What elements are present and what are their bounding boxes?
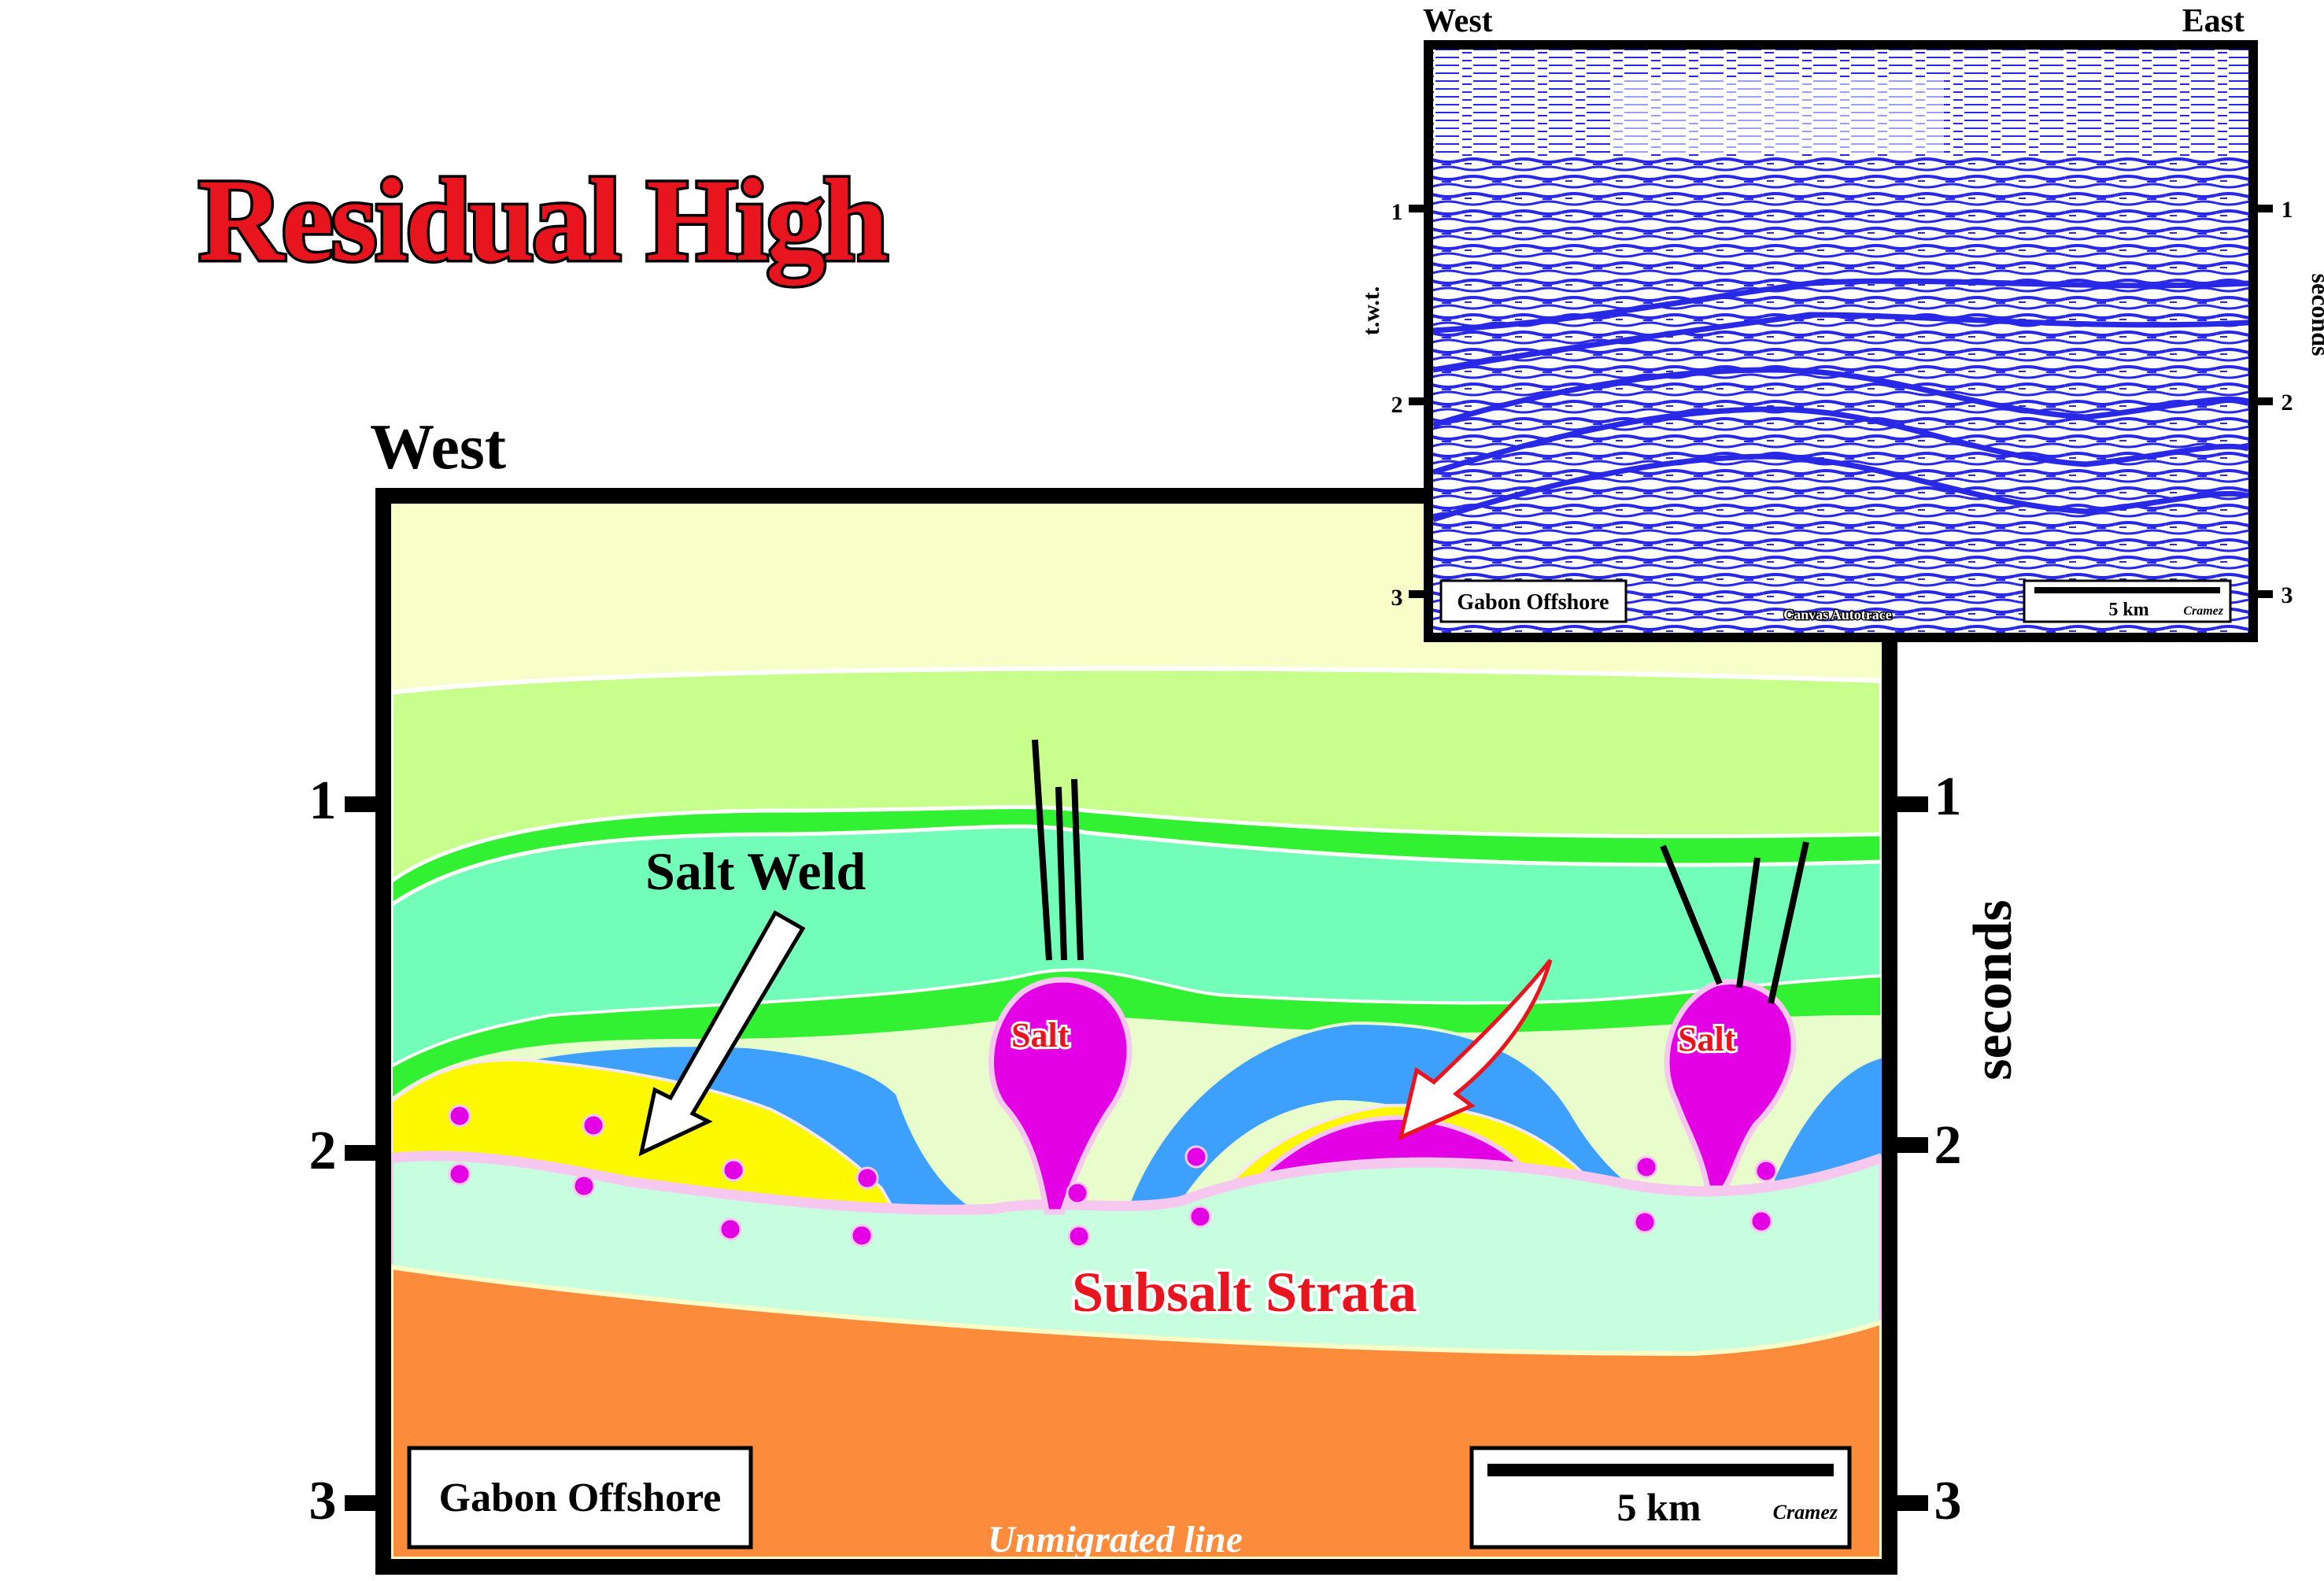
inset-left-tick-2: 2 — [1391, 392, 1403, 418]
main-location-label: Gabon Offshore — [439, 1476, 722, 1520]
main-scale-box: 5 km Cramez — [1469, 1446, 1852, 1550]
main-author-label: Cramez — [1773, 1501, 1838, 1524]
blue-layer-right — [1771, 1058, 1882, 1196]
main-left-tick-2: 2 — [309, 1121, 337, 1181]
inset-right-tick-1: 1 — [2282, 197, 2293, 223]
inset-right-axis: 1 2 3 seconds — [2253, 197, 2324, 608]
inset-location-box: Gabon Offshore — [1439, 579, 1628, 623]
inset-right-tick-3: 3 — [2282, 582, 2293, 608]
inset-seconds-label: seconds — [2307, 274, 2324, 356]
inset-scale-box: 5 km Cramez — [2023, 579, 2232, 623]
subsalt-strata-label: Subsalt Strata — [1072, 1261, 1417, 1324]
unmigrated-note: Unmigrated line — [988, 1519, 1243, 1561]
seismic-reflectors — [1433, 278, 2248, 523]
salt-weld-line — [391, 1151, 1882, 1213]
inset-author-label: Cramez — [2183, 604, 2223, 618]
inset-right-tick-2: 2 — [2282, 390, 2293, 416]
main-left-tick-1: 1 — [309, 770, 337, 831]
main-location-box: Gabon Offshore — [407, 1446, 753, 1550]
inset-left-axis: 1 2 3 t.w.t. — [1358, 199, 1428, 611]
evaporite-dots — [448, 1104, 1778, 1248]
faults-left — [1032, 739, 1084, 961]
pillow-arrow — [1398, 959, 1553, 1141]
main-direction-label-west: West — [370, 411, 506, 482]
inset-left-tick-3: 3 — [1391, 585, 1403, 611]
faults-right — [1660, 841, 1809, 1004]
main-right-tick-2: 2 — [1934, 1115, 1962, 1176]
salt-diapir-left — [988, 977, 1132, 1215]
main-seconds-label: seconds — [1963, 899, 2023, 1080]
main-right-tick-3: 3 — [1934, 1471, 1962, 1531]
main-right-tick-1: 1 — [1934, 766, 1962, 827]
inset-frame — [1424, 40, 2258, 642]
salt-diapir-right — [1664, 978, 1797, 1191]
main-right-axis: 1 2 3 seconds — [1890, 766, 2023, 1531]
cross-section: Salt Weld Subsalt Strata Salt Salt Unmig… — [391, 504, 1882, 1561]
seismic-inset: Gabon Offshore Canvas Autotrace 5 km Cra… — [1433, 50, 2248, 633]
main-scale-label: 5 km — [1617, 1485, 1701, 1529]
inset-left-tick-1: 1 — [1391, 199, 1403, 225]
seismic-body — [1433, 157, 2248, 633]
inset-scale-bar — [2034, 587, 2220, 593]
salt-label-right: Salt — [1678, 1020, 1736, 1058]
inset-processing-note: Canvas Autotrace — [1783, 607, 1892, 622]
inset-east-label: East — [2182, 3, 2245, 39]
inset-location-label: Gabon Offshore — [1457, 590, 1609, 615]
seismic-haze — [1613, 79, 1944, 153]
main-left-axis: 1 2 3 — [309, 770, 383, 1531]
salt-label-left: Salt — [1011, 1016, 1070, 1055]
inset-twt-label: t.w.t. — [1358, 286, 1384, 336]
salt-weld-label: Salt Weld — [645, 841, 866, 901]
main-section-frame — [375, 488, 1897, 1575]
inset-west-label: West — [1423, 3, 1493, 39]
inset-scale-label: 5 km — [2108, 600, 2148, 620]
main-scale-bar — [1487, 1464, 1834, 1476]
main-left-tick-3: 3 — [309, 1471, 337, 1531]
salt-weld-arrow — [638, 910, 806, 1157]
figure-title: Residual High — [198, 155, 887, 286]
